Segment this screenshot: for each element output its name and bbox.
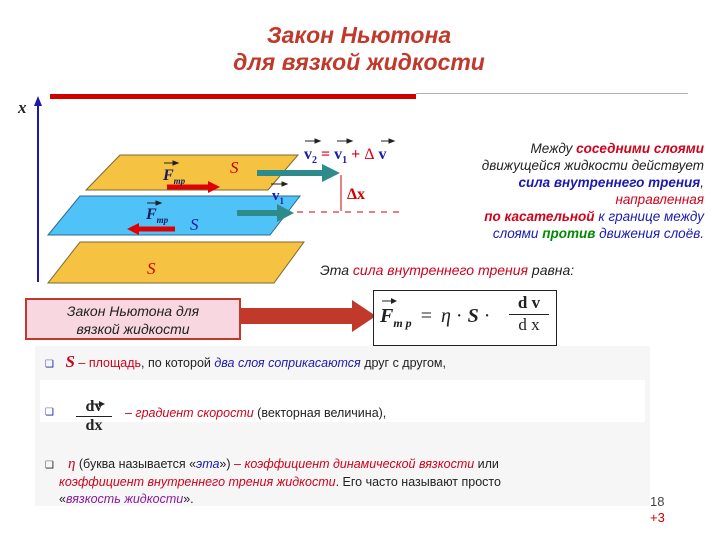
plate-middle	[46, 195, 302, 236]
v1-label: v1	[272, 188, 284, 206]
bullet-1: ❑ S – площадь, по которой два слоя сопри…	[45, 352, 446, 371]
viscosity-diagram	[34, 96, 400, 284]
title-line-2: для вязкой жидкости	[233, 49, 485, 75]
plate-label-middle: S	[190, 215, 199, 234]
plate-bottom	[46, 241, 305, 284]
formula-vector-mark	[382, 298, 397, 304]
formula-box	[373, 290, 557, 346]
plate-top	[84, 154, 300, 191]
page-extra: +3	[650, 510, 665, 525]
bullet-3: ❑η (буква называется «эта») – коэффициен…	[45, 456, 501, 506]
plate-label-bottom: S	[147, 259, 156, 278]
velocity-arrow-middle	[237, 204, 294, 222]
callout-arrow	[240, 300, 376, 332]
force-equals-text: Эта сила внутреннего трения равна:	[320, 262, 575, 278]
formula-fraction: d v d x	[509, 293, 549, 335]
bullet-2-marker: ❑	[45, 407, 54, 418]
velocity-arrow-top	[257, 164, 340, 182]
dx-label: Δx	[347, 186, 366, 203]
bullet-panel	[35, 346, 650, 506]
bullet-2-vector-mark	[88, 401, 105, 407]
plate-label-top: S	[230, 158, 239, 177]
force-label-middle: Fтр	[146, 206, 169, 226]
bullet-panel-stripe	[40, 380, 645, 422]
title-underline-thin	[416, 93, 688, 94]
title-line-1: Закон Ньютона	[266, 22, 452, 48]
bullet-2-text: – градиент скорости (векторная величина)…	[125, 406, 387, 420]
v-formula: v2 = v1 + Δ v	[304, 146, 387, 167]
force-arrow-middle	[127, 223, 175, 235]
bullet-2-fraction: dv dx	[76, 398, 112, 435]
newton-law-callout: Закон Ньютона для вязкой жидкости	[25, 298, 241, 340]
v-formula-vector-marks	[147, 138, 396, 206]
description: Между соседними слоями движущейся жидкос…	[481, 141, 704, 241]
title-underline	[50, 94, 416, 99]
axis-arrow	[34, 96, 42, 106]
formula: Fт р = η · S ·	[380, 305, 491, 330]
axis-label: x	[18, 98, 27, 117]
force-label-top: Fтр	[163, 167, 186, 187]
page-number: 18	[650, 494, 665, 509]
force-arrow-top	[167, 181, 220, 193]
